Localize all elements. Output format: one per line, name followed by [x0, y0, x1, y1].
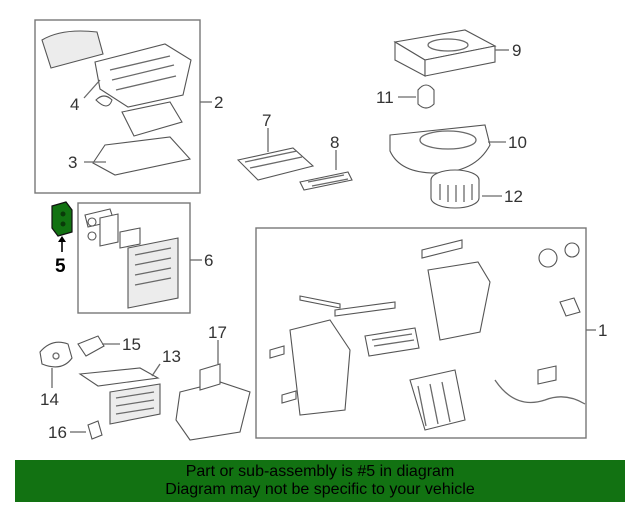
group-box-2: [34, 19, 201, 194]
leader-4: [83, 79, 101, 99]
callout-16: 16: [48, 423, 67, 442]
part-5-highlighted: [51, 201, 73, 237]
banner-line-2: Diagram may not be specific to your vehi…: [165, 481, 475, 498]
part-2-case: [41, 30, 192, 176]
callout-17: 17: [208, 323, 227, 342]
banner-line-1: Part or sub-assembly is #5 in diagram: [185, 463, 455, 480]
part-10-blower-case: [389, 124, 491, 174]
part-15-bracket: [77, 335, 105, 357]
leader-5-arrow: [58, 236, 66, 242]
callout-4: 4: [70, 95, 79, 114]
callout-13: 13: [162, 347, 181, 366]
part-14-seal: [39, 341, 73, 368]
fitment-banner: Part or sub-assembly is #5 in diagram Di…: [15, 460, 625, 502]
part-6-core: [84, 208, 179, 309]
part-11-resistor: [417, 84, 435, 109]
callout-8: 8: [330, 133, 339, 152]
callout-10: 10: [508, 133, 527, 152]
part-16-clip: [87, 420, 103, 440]
part-13-heater-core: [78, 367, 161, 425]
callout-7: 7: [262, 111, 271, 130]
part-9-housing: [393, 29, 497, 77]
callout-12: 12: [504, 187, 523, 206]
callout-2: 2: [214, 93, 223, 112]
part-12-blower-motor: [430, 169, 480, 209]
group-box-6: [77, 202, 191, 314]
callout-11: 11: [376, 88, 394, 107]
leader-13: [151, 363, 161, 377]
callout-9: 9: [512, 41, 521, 60]
callout-15: 15: [122, 335, 141, 354]
callout-1: 1: [598, 321, 607, 340]
part-7-filter: [236, 147, 315, 181]
callout-3: 3: [68, 153, 77, 172]
parts-diagram: 2 3 4 5 6 7 8 9: [34, 19, 607, 442]
part-1-hvac-module: [269, 239, 586, 431]
callout-14: 14: [40, 390, 59, 409]
group-box-1: [255, 227, 587, 439]
callout-5: 5: [55, 256, 66, 277]
part-17-air-inlet: [175, 363, 251, 441]
callout-6: 6: [204, 251, 213, 270]
part-8-filter-cover: [299, 171, 353, 191]
